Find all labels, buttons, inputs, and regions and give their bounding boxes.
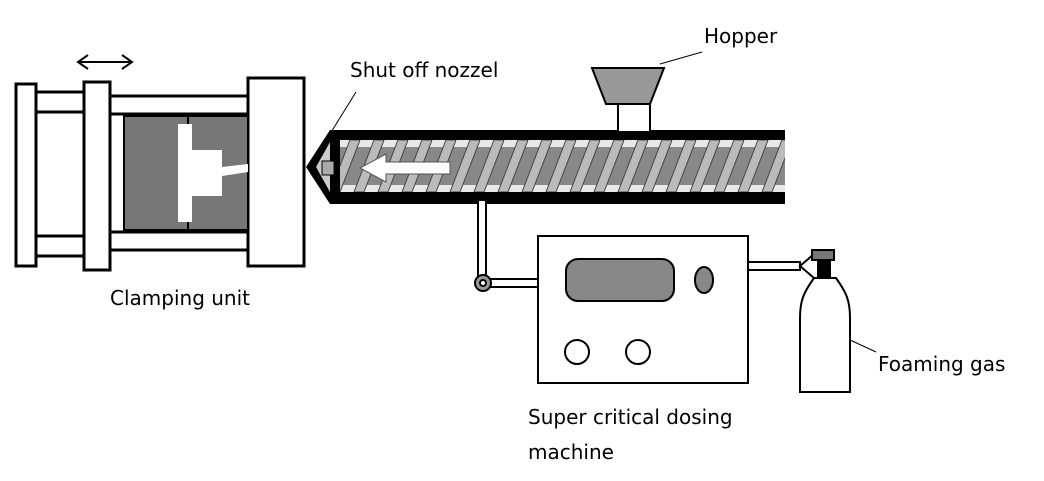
hopper-leader: [659, 51, 703, 65]
screw-flight: [521, 140, 553, 192]
screw-flight: [473, 140, 505, 192]
screw-flight: [665, 140, 697, 192]
screw-flight: [617, 140, 649, 192]
super-critical-dosing-machine: [537, 235, 749, 384]
label-dosing-machine-line1: Super critical dosing: [528, 405, 733, 429]
foaming-gas-cylinder: [798, 249, 851, 393]
display-screen: [565, 258, 675, 302]
double-arrow-icon: [76, 54, 134, 70]
clamping-unit: [14, 54, 306, 272]
label-clamping-unit: Clamping unit: [110, 286, 250, 310]
nozzle-leader: [319, 91, 357, 151]
tie-bar-bottom: [106, 230, 252, 252]
cylinder-body: [799, 277, 851, 393]
sprue: [222, 164, 248, 176]
rear-platen: [14, 82, 38, 268]
screw-flight: [786, 140, 816, 192]
injection-barrel: [306, 130, 816, 204]
moving-platen: [82, 80, 112, 272]
gas-leader: [849, 339, 877, 353]
dial-right-icon: [625, 339, 651, 365]
screw-flight: [569, 140, 601, 192]
screw-flight: [449, 140, 481, 192]
screw-flight: [713, 140, 745, 192]
tie-bar-bottom-left: [32, 234, 88, 258]
mold-cavity-center: [192, 150, 222, 196]
screw-flight: [340, 140, 361, 192]
screw: [340, 140, 816, 192]
screw-flight: [737, 140, 769, 192]
screw-flight: [593, 140, 625, 192]
label-shut-off-nozzle: Shut off nozzel: [350, 58, 499, 82]
indicator-icon: [694, 266, 714, 294]
screw-flight: [761, 140, 785, 192]
screw-flight: [497, 140, 529, 192]
dial-left-icon: [564, 339, 590, 365]
screw-flight: [641, 140, 673, 192]
tie-bar-top-left: [32, 90, 88, 114]
label-hopper: Hopper: [704, 24, 778, 48]
label-foaming-gas: Foaming gas: [878, 352, 1006, 376]
fixed-platen: [246, 76, 306, 268]
tie-bar-top: [106, 94, 252, 116]
screw-flight: [545, 140, 577, 192]
leader-lines: [319, 51, 877, 353]
hopper: [590, 67, 666, 133]
label-dosing-machine-line2: machine: [528, 440, 614, 464]
flow-arrow-icon: [358, 153, 451, 183]
screw-flight: [689, 140, 721, 192]
mold-cavity: [178, 124, 192, 222]
